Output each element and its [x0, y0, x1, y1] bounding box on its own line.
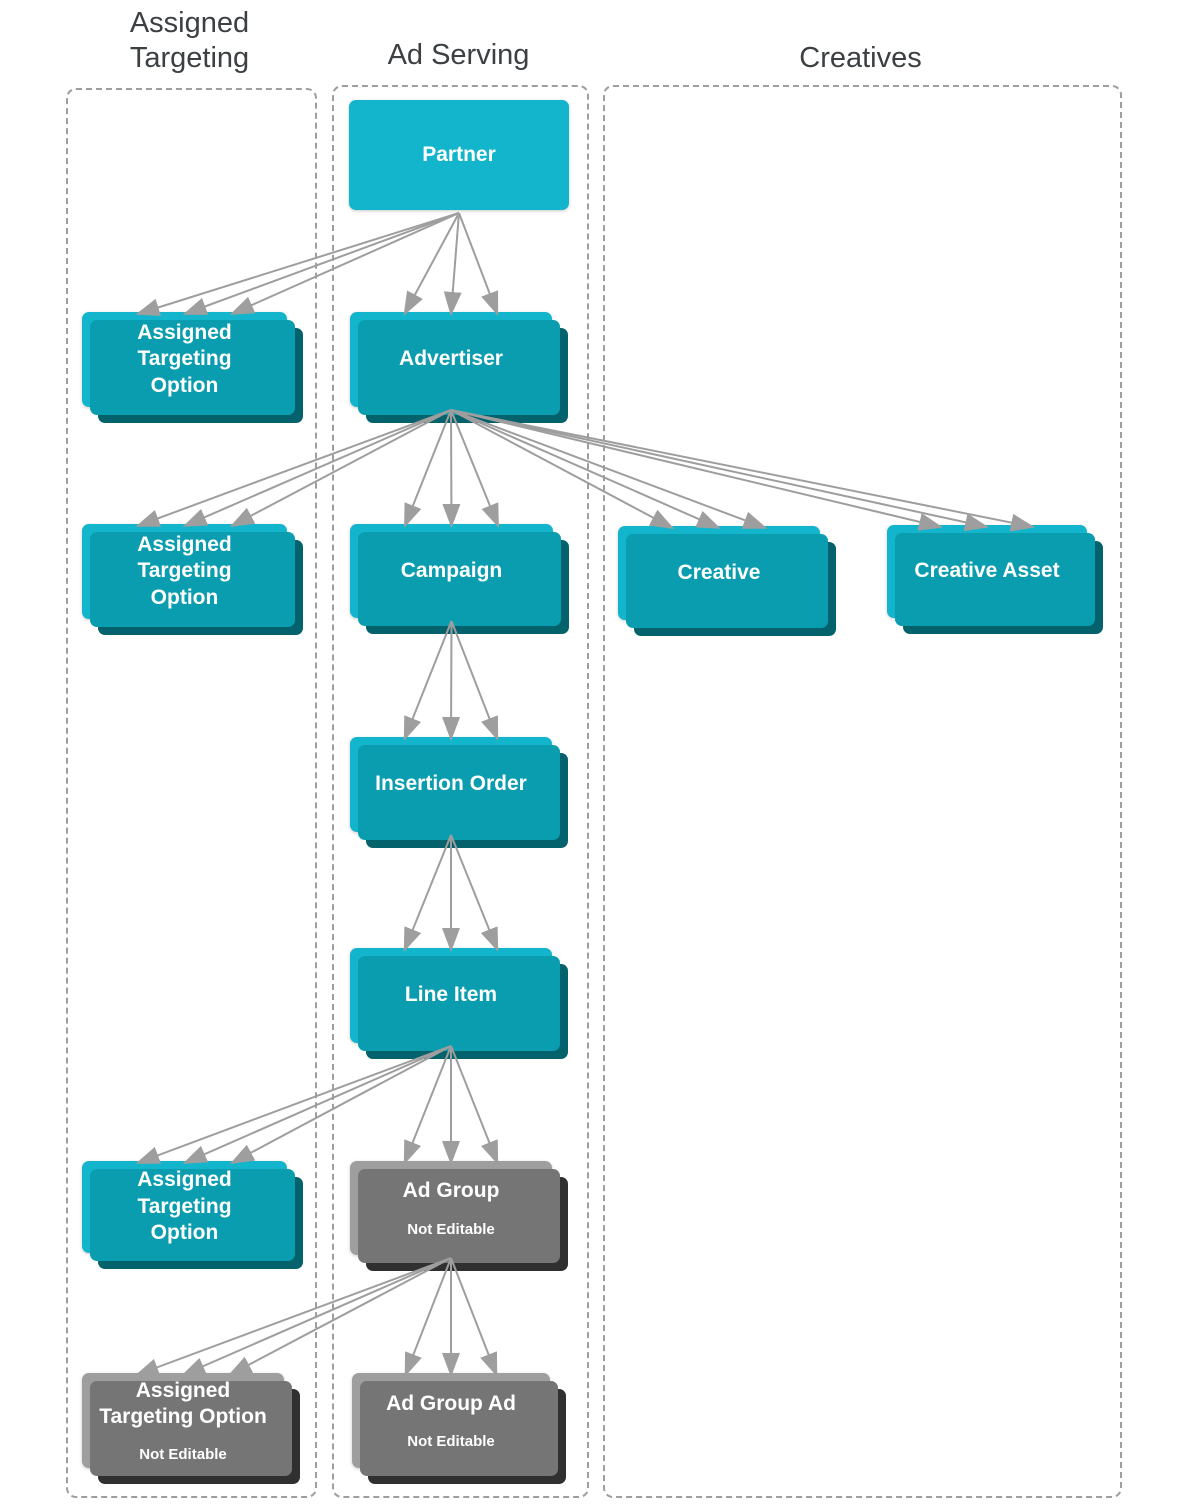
column-title-text: Assigned Targeting [129, 7, 250, 75]
column-title-text: Creatives [799, 42, 922, 74]
node-label: Creative [677, 560, 761, 584]
node-label: Insertion Order [375, 772, 527, 796]
panel-assigned-targeting [66, 88, 317, 1498]
node-creative: Creative [618, 526, 836, 636]
node-line-item: Line Item [350, 948, 568, 1059]
column-title-text: Ad Serving [387, 39, 530, 71]
node-label: Line Item [404, 983, 498, 1007]
column-title-creatives: Creatives [603, 41, 1118, 76]
panel-creatives [603, 85, 1122, 1498]
node-creative-asset: Creative Asset [887, 525, 1103, 634]
node-partner: Partner [349, 100, 569, 210]
node-label: Campaign [400, 558, 503, 582]
node-insertion-order: Insertion Order [350, 737, 568, 848]
panel-ad-serving [332, 85, 589, 1498]
column-title-assigned-targeting: Assigned Targeting [66, 6, 313, 77]
node-ad-group-ad: Ad Group Ad Not Editable [352, 1373, 566, 1484]
node-label: Ad Group Ad [386, 1391, 516, 1415]
node-sublabel: Not Editable [407, 1220, 495, 1238]
node-label: Creative Asset [914, 559, 1060, 583]
node-sublabel: Not Editable [407, 1433, 495, 1451]
node-label: Ad Group [402, 1179, 500, 1203]
column-title-ad-serving: Ad Serving [332, 38, 585, 73]
node-label: Advertiser [399, 347, 503, 371]
node-advertiser: Advertiser [350, 312, 568, 423]
node-campaign: Campaign [350, 524, 569, 634]
node-label: Partner [422, 142, 496, 166]
node-sublabel: Not Editable [139, 1446, 227, 1464]
